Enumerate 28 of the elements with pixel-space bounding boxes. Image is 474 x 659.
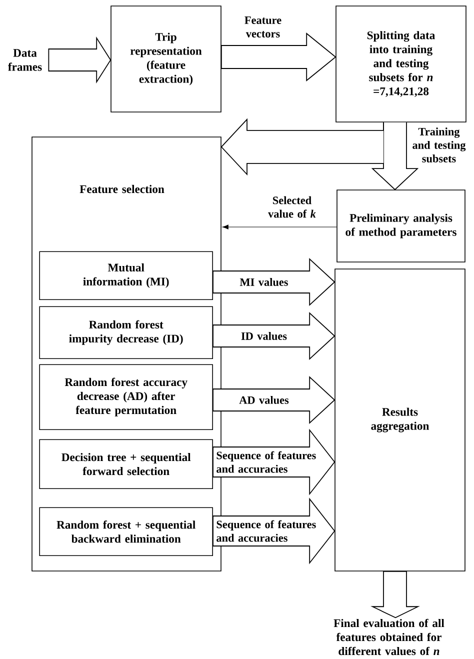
edge-label: ID values	[241, 332, 287, 340]
block-arrow	[220, 118, 384, 176]
block-arrow	[212, 428, 336, 496]
block-arrow	[212, 258, 336, 306]
arrow	[222, 224, 337, 230]
edge-label: Training and testing subsets	[412, 128, 466, 162]
block-arrow	[220, 32, 336, 82]
block-arrow	[212, 498, 336, 564]
edge-label: Feature vectors	[244, 16, 282, 38]
block-arrow	[370, 570, 420, 618]
process-box: Random forest accuracy decrease (AD) after feature permutation	[39, 364, 213, 430]
text-label: Data frames	[8, 49, 42, 71]
process-box: Random forest impurity decrease (ID)	[39, 306, 213, 359]
process-box: Mutual information (MI)	[39, 251, 213, 300]
block-arrow	[212, 376, 336, 424]
block-arrow	[48, 36, 112, 84]
block-arrow	[212, 312, 336, 360]
process-box: Results aggregation	[334, 268, 466, 572]
process-box: Preliminary analysis of method parameters	[336, 190, 466, 262]
edge-label: Selected value of k	[268, 196, 316, 218]
process-box: Trip representation (feature extraction)	[110, 6, 222, 112]
edge-label: MI values	[240, 278, 288, 286]
process-box: Decision tree + sequential forward selection	[39, 439, 213, 489]
text-label: Final evaluation of all features obtained for different values of n	[334, 618, 444, 656]
process-box: Splitting data into training and testing subsets for n =7,14,21,28	[336, 6, 466, 122]
edge-label: AD values	[239, 396, 289, 404]
process-box: Random forest + sequential backward elimination	[39, 507, 213, 556]
block-arrow	[371, 122, 419, 190]
